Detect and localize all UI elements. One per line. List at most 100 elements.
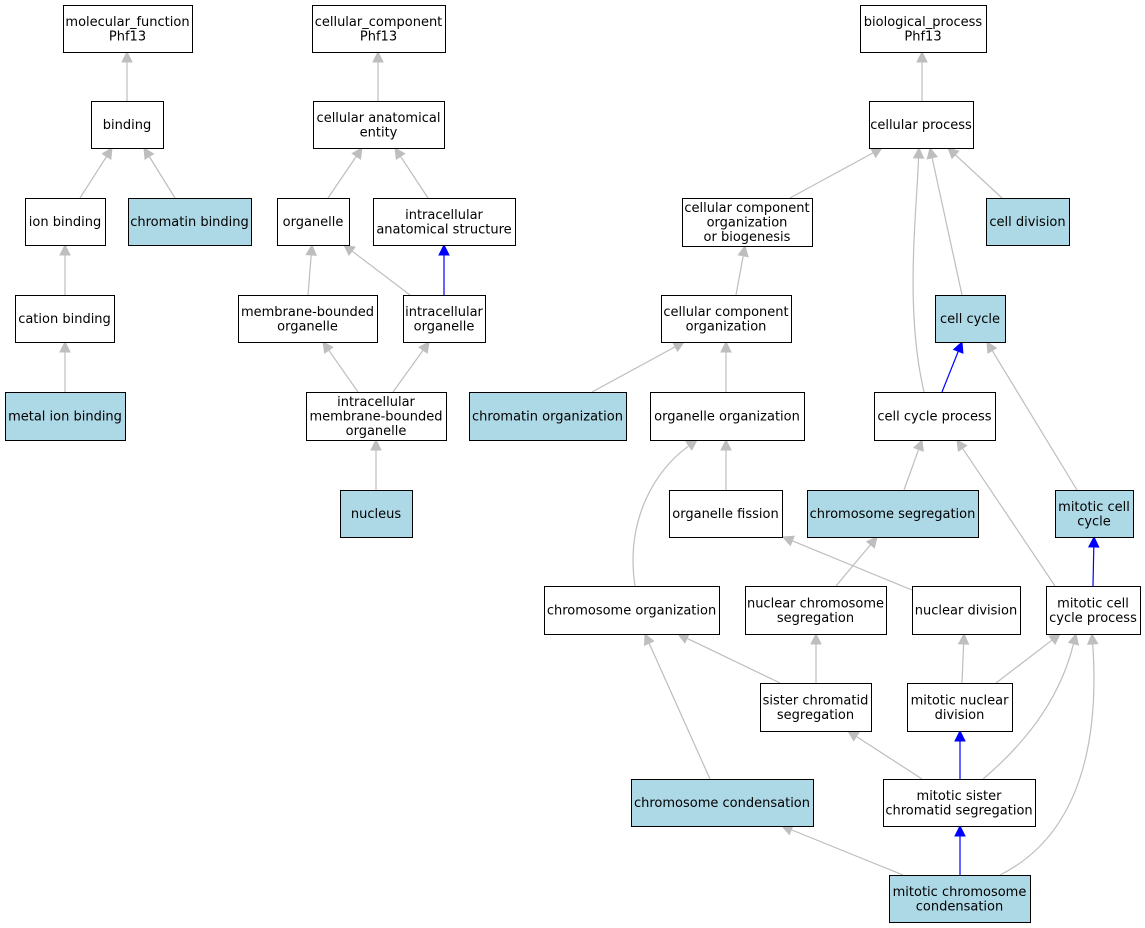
go-term-node-nucleus[interactable]: nucleus: [340, 490, 413, 538]
node-label: membrane-bounded: [241, 305, 374, 320]
arrowhead: [1067, 632, 1080, 646]
node-box[interactable]: [874, 392, 996, 441]
node-label: condensation: [916, 899, 1003, 914]
edge-part-of: [954, 824, 966, 875]
arrowhead: [810, 632, 822, 645]
node-box[interactable]: [1046, 586, 1141, 635]
node-box[interactable]: [373, 198, 516, 246]
node-box[interactable]: [306, 392, 447, 441]
node-label: cellular component: [684, 201, 809, 216]
node-label: chromatin organization: [472, 410, 623, 425]
node-label: cation binding: [18, 312, 111, 327]
arrowhead: [847, 730, 860, 742]
arrowhead: [1087, 535, 1100, 548]
node-box[interactable]: [544, 586, 720, 635]
go-term-node-chromosome-organization[interactable]: chromosome organization: [544, 586, 720, 635]
node-box[interactable]: [469, 392, 627, 441]
go-term-node-chromosome-condensation[interactable]: chromosome condensation: [631, 779, 814, 827]
node-box[interactable]: [312, 5, 446, 53]
go-term-node-cell-cycle-process[interactable]: cell cycle process: [874, 392, 996, 441]
node-label: cell cycle process: [877, 410, 991, 425]
node-box[interactable]: [128, 198, 252, 246]
node-box[interactable]: [63, 5, 193, 53]
node-box[interactable]: [650, 392, 805, 441]
node-box[interactable]: [745, 586, 887, 635]
node-box[interactable]: [25, 198, 106, 246]
node-label: mitotic cell: [1058, 500, 1130, 515]
node-box[interactable]: [91, 101, 164, 149]
go-term-node-cell-division[interactable]: cell division: [986, 198, 1070, 246]
go-term-node-cellular-process[interactable]: cellular process: [869, 101, 974, 149]
node-box[interactable]: [661, 295, 792, 343]
node-box[interactable]: [403, 295, 486, 343]
node-box[interactable]: [907, 683, 1013, 732]
node-box[interactable]: [883, 779, 1036, 827]
node-label: molecular_function: [65, 15, 189, 30]
node-box[interactable]: [912, 586, 1021, 635]
edge-is-a: [903, 438, 924, 491]
node-label: or biogenesis: [704, 230, 791, 245]
node-box[interactable]: [5, 392, 126, 441]
node-box[interactable]: [1055, 490, 1134, 538]
go-term-node-binding[interactable]: binding: [91, 101, 164, 149]
go-term-node-organelle-organization[interactable]: organelle organization: [650, 392, 805, 441]
edge-line: [327, 155, 357, 199]
go-term-node-ion-binding[interactable]: ion binding: [25, 198, 106, 246]
edge-layer: [59, 50, 1100, 876]
node-box[interactable]: [889, 875, 1031, 923]
edge-is-a: [372, 50, 384, 101]
node-box[interactable]: [277, 198, 350, 246]
go-term-node-chromatin-binding[interactable]: chromatin binding: [128, 198, 252, 246]
arrowhead: [59, 340, 71, 353]
arrowhead: [1048, 633, 1061, 645]
edge-line: [735, 255, 744, 296]
node-box[interactable]: [313, 101, 445, 149]
go-term-node-nuclear-division[interactable]: nuclear division: [912, 586, 1021, 635]
edge-line: [912, 157, 925, 393]
go-term-node-chromatin-organization[interactable]: chromatin organization: [469, 392, 627, 441]
node-box[interactable]: [340, 490, 413, 538]
edge-is-a: [912, 146, 925, 393]
node-box[interactable]: [869, 101, 974, 149]
node-box[interactable]: [631, 779, 814, 827]
arrowhead: [394, 147, 406, 160]
node-box[interactable]: [238, 295, 378, 343]
node-box[interactable]: [986, 198, 1070, 246]
go-term-node-chromosome-segregation[interactable]: chromosome segregation: [807, 490, 979, 538]
node-box[interactable]: [669, 490, 783, 538]
go-term-node-organelle-fission[interactable]: organelle fission: [669, 490, 783, 538]
edge-line: [328, 349, 359, 393]
node-box[interactable]: [682, 198, 813, 247]
edge-is-a: [343, 244, 411, 296]
node-box[interactable]: [760, 683, 872, 732]
go-term-node-organelle[interactable]: organelle: [277, 198, 350, 246]
go-term-node-metal-ion-binding[interactable]: metal ion binding: [5, 392, 126, 441]
node-box[interactable]: [15, 295, 115, 343]
go-term-node-cell-cycle[interactable]: cell cycle: [935, 295, 1006, 343]
arrowhead: [685, 439, 698, 451]
node-box[interactable]: [807, 490, 979, 538]
node-label: cellular_component: [315, 15, 443, 30]
node-box[interactable]: [935, 295, 1006, 343]
edge-line: [591, 346, 676, 393]
node-label: mitotic nuclear: [911, 693, 1010, 708]
node-box[interactable]: [860, 5, 987, 53]
go-term-node-cation-binding[interactable]: cation binding: [15, 295, 115, 343]
